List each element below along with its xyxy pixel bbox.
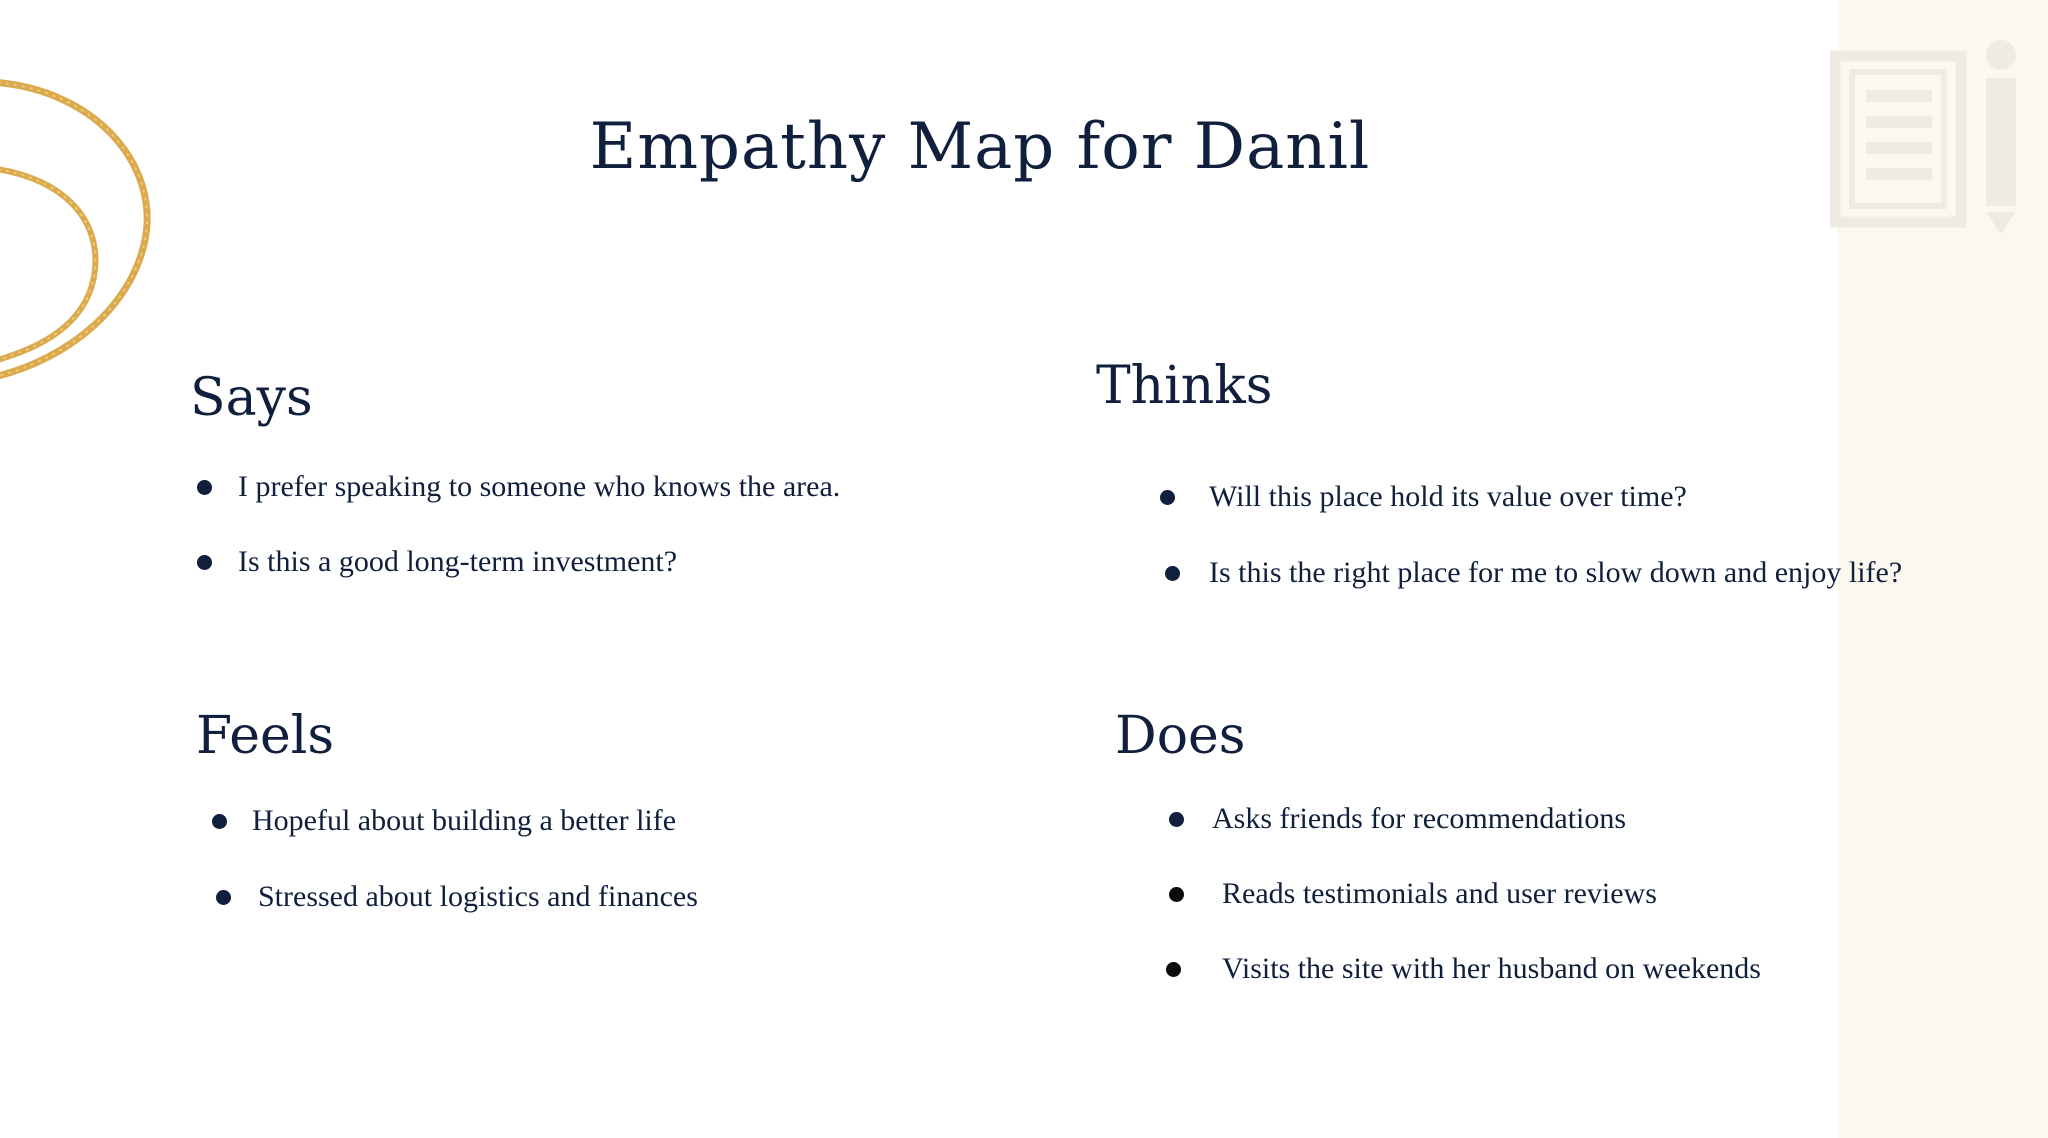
does-item: Asks friends for recommendations: [1169, 802, 1626, 836]
bullet-icon: [197, 554, 212, 570]
feels-item: Stressed about logistics and finances: [216, 880, 698, 914]
bullet-icon: [1169, 886, 1184, 902]
thinks-item-text: Will this place hold its value over time…: [1209, 480, 1687, 513]
does-item: Reads testimonials and user reviews: [1169, 877, 1657, 911]
says-heading: Says: [190, 368, 313, 428]
says-item-text: Is this a good long-term investment?: [238, 545, 678, 578]
does-item: Visits the site with her husband on week…: [1166, 952, 1761, 986]
thinks-item-text: Is this the right place for me to slow d…: [1209, 556, 1903, 589]
thinks-item: Will this place hold its value over time…: [1160, 480, 1687, 514]
does-item-text: Reads testimonials and user reviews: [1222, 877, 1657, 910]
bullet-icon: [197, 479, 212, 495]
thinks-heading: Thinks: [1096, 356, 1273, 416]
feels-item-text: Stressed about logistics and finances: [258, 880, 698, 913]
document-pencil-icon: [1830, 40, 2016, 234]
feels-heading: Feels: [196, 706, 335, 766]
does-heading: Does: [1115, 706, 1246, 766]
gold-arcs-decoration: [0, 79, 151, 380]
bullet-icon: [216, 889, 231, 905]
bullet-icon: [1165, 565, 1180, 581]
says-item: Is this a good long-term investment?: [197, 545, 677, 579]
bullet-icon: [1169, 811, 1184, 827]
says-item-text: I prefer speaking to someone who knows t…: [238, 470, 841, 503]
feels-item: Hopeful about building a better life: [212, 804, 676, 838]
slide-title: Empathy Map for Danil: [589, 110, 1371, 184]
says-item: I prefer speaking to someone who knows t…: [197, 470, 840, 504]
does-item-text: Asks friends for recommendations: [1212, 802, 1627, 835]
bullet-icon: [1166, 961, 1181, 977]
does-item-text: Visits the site with her husband on week…: [1222, 952, 1761, 985]
bullet-icon: [1160, 489, 1175, 505]
thinks-item: Is this the right place for me to slow d…: [1165, 556, 1902, 590]
bullet-icon: [212, 813, 227, 829]
feels-item-text: Hopeful about building a better life: [252, 804, 677, 837]
